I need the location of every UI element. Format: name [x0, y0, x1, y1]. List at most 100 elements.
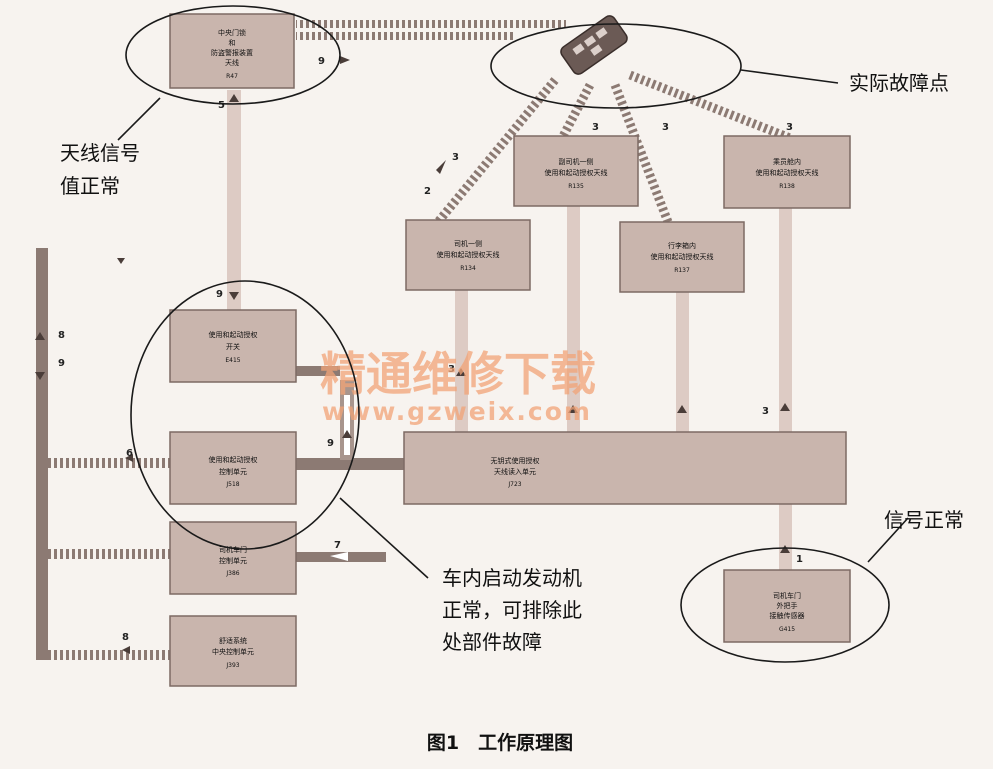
box-j393: 舒适系统 中央控制单元 J393 — [169, 615, 297, 687]
annotation-marks — [117, 5, 909, 663]
box-r47: 中央门锁 和 防盗警报装置 天线 R47 — [169, 13, 295, 89]
box-code: R137 — [674, 267, 690, 274]
box-title-line: 使用和起动授权天线 — [545, 168, 608, 177]
leader-line — [867, 517, 909, 563]
figure-caption: 图1 工作原理图 — [427, 731, 573, 754]
watermark-cn: 精通维修下载 — [320, 347, 596, 401]
num-label: 6 — [126, 448, 133, 459]
box-code: R135 — [568, 183, 584, 190]
arrows — [35, 56, 790, 654]
annotation-engine-ok-line: 处部件故障 — [442, 630, 542, 654]
num-label: 3 — [662, 122, 669, 133]
box-title-line: 天线读入单元 — [494, 467, 536, 476]
box-title-line: 外把手 — [777, 601, 798, 610]
box-code: R47 — [226, 73, 238, 80]
arrow-up-right-icon — [436, 160, 446, 174]
box-code: R134 — [460, 265, 476, 272]
annotations: 实际故障点 天线信号 值正常 车内启动发动机 正常，可排除此 处部件故障 信号正… — [60, 71, 964, 654]
arrow-up-icon — [229, 94, 239, 102]
num-label: 3 — [762, 406, 769, 417]
bus-e415 — [296, 366, 340, 376]
box-title-line: 行李箱内 — [668, 241, 696, 250]
num-label: 3 — [452, 152, 459, 163]
box-code: J393 — [225, 662, 239, 669]
num-label: 9 — [58, 358, 65, 369]
annotation-engine-ok-line: 正常，可排除此 — [442, 598, 582, 622]
box-code: J518 — [225, 481, 239, 488]
leader-line — [740, 69, 839, 84]
num-label: 3 — [786, 122, 793, 133]
annotation-signal-ok: 信号正常 — [884, 508, 964, 532]
arrow-down-icon — [229, 292, 239, 300]
box-r138: 乘员舱内 使用和起动授权天线 R138 — [723, 135, 851, 209]
box-title-line: 使用和起动授权天线 — [651, 252, 714, 261]
box-j723: 无钥式使用授权 天线读入单元 J723 — [403, 431, 847, 505]
box-title-line: 司机车门 — [773, 591, 801, 600]
leader-line — [117, 97, 161, 141]
box-r137: 行李箱内 使用和起动授权天线 R137 — [619, 221, 745, 293]
leader-line — [339, 497, 429, 579]
num-label: 8 — [122, 632, 129, 643]
box-g415: 司机车门 外把手 接触传感器 G415 — [723, 569, 851, 643]
box-title-line: 司机车门 — [219, 545, 247, 554]
box-e415: 使用和起动授权 开关 E415 — [169, 309, 297, 383]
box-code: R138 — [779, 183, 795, 190]
box-title-line: 无钥式使用授权 — [491, 456, 540, 465]
ellipse-g415 — [680, 547, 890, 663]
num-label: 9 — [327, 438, 334, 449]
num-label: 9 — [216, 289, 223, 300]
box-title-line: 使用和起动授权 — [209, 330, 258, 339]
annotation-antenna-ok-line: 天线信号 — [60, 141, 140, 165]
box-title-line: 中央门锁 — [218, 28, 246, 37]
box-title-line: 天线 — [225, 58, 239, 67]
arrow-right-icon — [340, 56, 350, 64]
watermark-url: www.gzweix.com — [322, 397, 592, 426]
box-title-line: 司机一侧 — [454, 239, 482, 248]
num-label: 3 — [448, 364, 455, 375]
num-label: 3 — [592, 122, 599, 133]
arrow-left-icon — [125, 454, 133, 462]
arrow-up-icon — [677, 405, 687, 413]
arrow-up-icon — [780, 403, 790, 411]
box-j386: 司机车门 控制单元 J386 — [169, 521, 297, 595]
num-label: 8 — [58, 330, 65, 341]
box-title-line: 控制单元 — [219, 556, 247, 565]
left-bus — [36, 248, 170, 660]
box-title-line: 使用和起动授权 — [209, 455, 258, 464]
box-r134: 司机一侧 使用和起动授权天线 R134 — [405, 219, 531, 291]
box-code: G415 — [779, 626, 795, 633]
box-j518: 使用和起动授权 控制单元 J518 — [169, 431, 297, 505]
box-code: E415 — [225, 357, 240, 364]
ellipse-r47 — [125, 5, 341, 105]
wireless-link-r47 — [296, 20, 566, 40]
arrow-up-icon — [35, 332, 45, 340]
box-title-line: 中央控制单元 — [212, 647, 254, 656]
num-label: 2 — [424, 186, 431, 197]
annotation-engine-ok-line: 车内启动发动机 — [442, 566, 582, 590]
num-label: 9 — [318, 56, 325, 67]
light-links — [227, 90, 792, 572]
num-label: 1 — [796, 554, 803, 565]
num-label: 7 — [334, 540, 341, 551]
ellipse-e415-j518 — [130, 280, 360, 550]
key-fob-icon — [560, 15, 628, 75]
box-title-line: 乘员舱内 — [773, 157, 801, 166]
box-title-line: 舒适系统 — [219, 636, 247, 645]
box-title-line: 接触传感器 — [770, 611, 805, 620]
arrow-down-icon — [117, 258, 125, 264]
arrow-up-icon — [456, 368, 466, 376]
box-title-line: 开关 — [226, 342, 240, 351]
box-title-line: 控制单元 — [219, 467, 247, 476]
ellipse-key-fob — [490, 23, 742, 109]
box-r135: 副司机一侧 使用和起动授权天线 R135 — [513, 135, 639, 207]
box-title-line: 防盗警报装置 — [211, 48, 253, 57]
num-label: 5 — [218, 100, 225, 111]
annotation-antenna-ok-line: 值正常 — [60, 174, 120, 198]
arrow-left-icon — [122, 646, 130, 654]
annotation-fault-point: 实际故障点 — [849, 71, 949, 95]
box-code: J386 — [225, 570, 239, 577]
box-title-line: 副司机一侧 — [559, 157, 594, 166]
box-title-line: 使用和起动授权天线 — [756, 168, 819, 177]
arrow-up-icon — [568, 405, 578, 413]
